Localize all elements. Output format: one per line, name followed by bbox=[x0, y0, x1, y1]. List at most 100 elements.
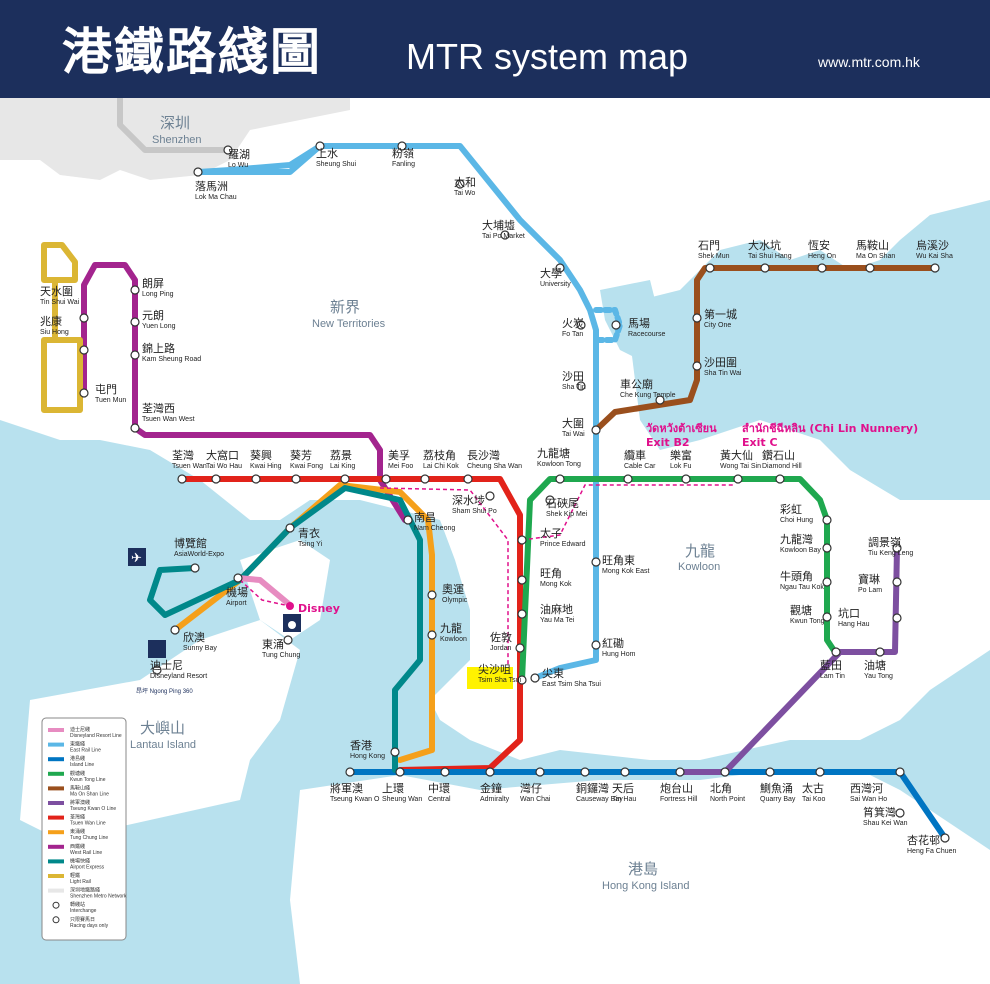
station-marker[interactable] bbox=[875, 647, 885, 657]
station-marker[interactable] bbox=[765, 767, 775, 777]
station-marker[interactable] bbox=[517, 575, 527, 585]
station-marker[interactable] bbox=[211, 474, 221, 484]
station-marker[interactable] bbox=[692, 361, 702, 371]
station-marker[interactable] bbox=[720, 767, 730, 777]
station-marker[interactable] bbox=[285, 523, 295, 533]
station-marker[interactable] bbox=[555, 263, 565, 273]
station-marker[interactable] bbox=[892, 577, 902, 587]
station-marker[interactable] bbox=[822, 515, 832, 525]
station-marker[interactable] bbox=[381, 474, 391, 484]
station-marker[interactable] bbox=[283, 635, 293, 645]
station-marker[interactable] bbox=[251, 474, 261, 484]
station-marker[interactable] bbox=[576, 381, 586, 391]
station-marker[interactable] bbox=[815, 767, 825, 777]
station-marker[interactable] bbox=[865, 263, 875, 273]
station-marker[interactable] bbox=[485, 767, 495, 777]
station-marker[interactable] bbox=[420, 474, 430, 484]
station-marker[interactable] bbox=[591, 557, 601, 567]
station-marker[interactable] bbox=[760, 263, 770, 273]
station-marker[interactable] bbox=[895, 808, 905, 818]
station-marker[interactable] bbox=[517, 609, 527, 619]
station-marker[interactable] bbox=[463, 474, 473, 484]
station-marker[interactable] bbox=[545, 495, 555, 505]
station-marker[interactable] bbox=[675, 767, 685, 777]
website-link[interactable]: www.mtr.com.hk bbox=[818, 54, 920, 70]
station-marker[interactable] bbox=[705, 263, 715, 273]
station-marker[interactable] bbox=[427, 630, 437, 640]
station-marker[interactable] bbox=[733, 474, 743, 484]
station-marker[interactable] bbox=[517, 675, 527, 685]
station-marker[interactable] bbox=[930, 263, 940, 273]
station-marker[interactable] bbox=[831, 647, 841, 657]
station-marker[interactable] bbox=[817, 263, 827, 273]
station-marker[interactable] bbox=[530, 673, 540, 683]
station-marker[interactable] bbox=[190, 563, 200, 573]
station-marker[interactable] bbox=[170, 625, 180, 635]
station-marker[interactable] bbox=[177, 474, 187, 484]
station-marker[interactable] bbox=[193, 167, 203, 177]
station-marker[interactable] bbox=[822, 543, 832, 553]
station-marker[interactable] bbox=[591, 425, 601, 435]
station-marker[interactable] bbox=[940, 833, 950, 843]
station-marker[interactable] bbox=[591, 640, 601, 650]
station-marker[interactable] bbox=[822, 577, 832, 587]
station-marker[interactable] bbox=[79, 345, 89, 355]
station-marker[interactable] bbox=[576, 320, 586, 330]
station-marker[interactable] bbox=[455, 179, 465, 189]
station-marker[interactable] bbox=[515, 643, 525, 653]
station-marker[interactable] bbox=[517, 535, 527, 545]
station-marker[interactable] bbox=[500, 230, 510, 240]
station-marker[interactable] bbox=[580, 767, 590, 777]
station-marker[interactable] bbox=[291, 474, 301, 484]
station-marker[interactable] bbox=[611, 320, 621, 330]
station-marker[interactable] bbox=[655, 395, 665, 405]
station-marker[interactable] bbox=[397, 141, 407, 151]
disney-marker[interactable] bbox=[286, 602, 294, 610]
